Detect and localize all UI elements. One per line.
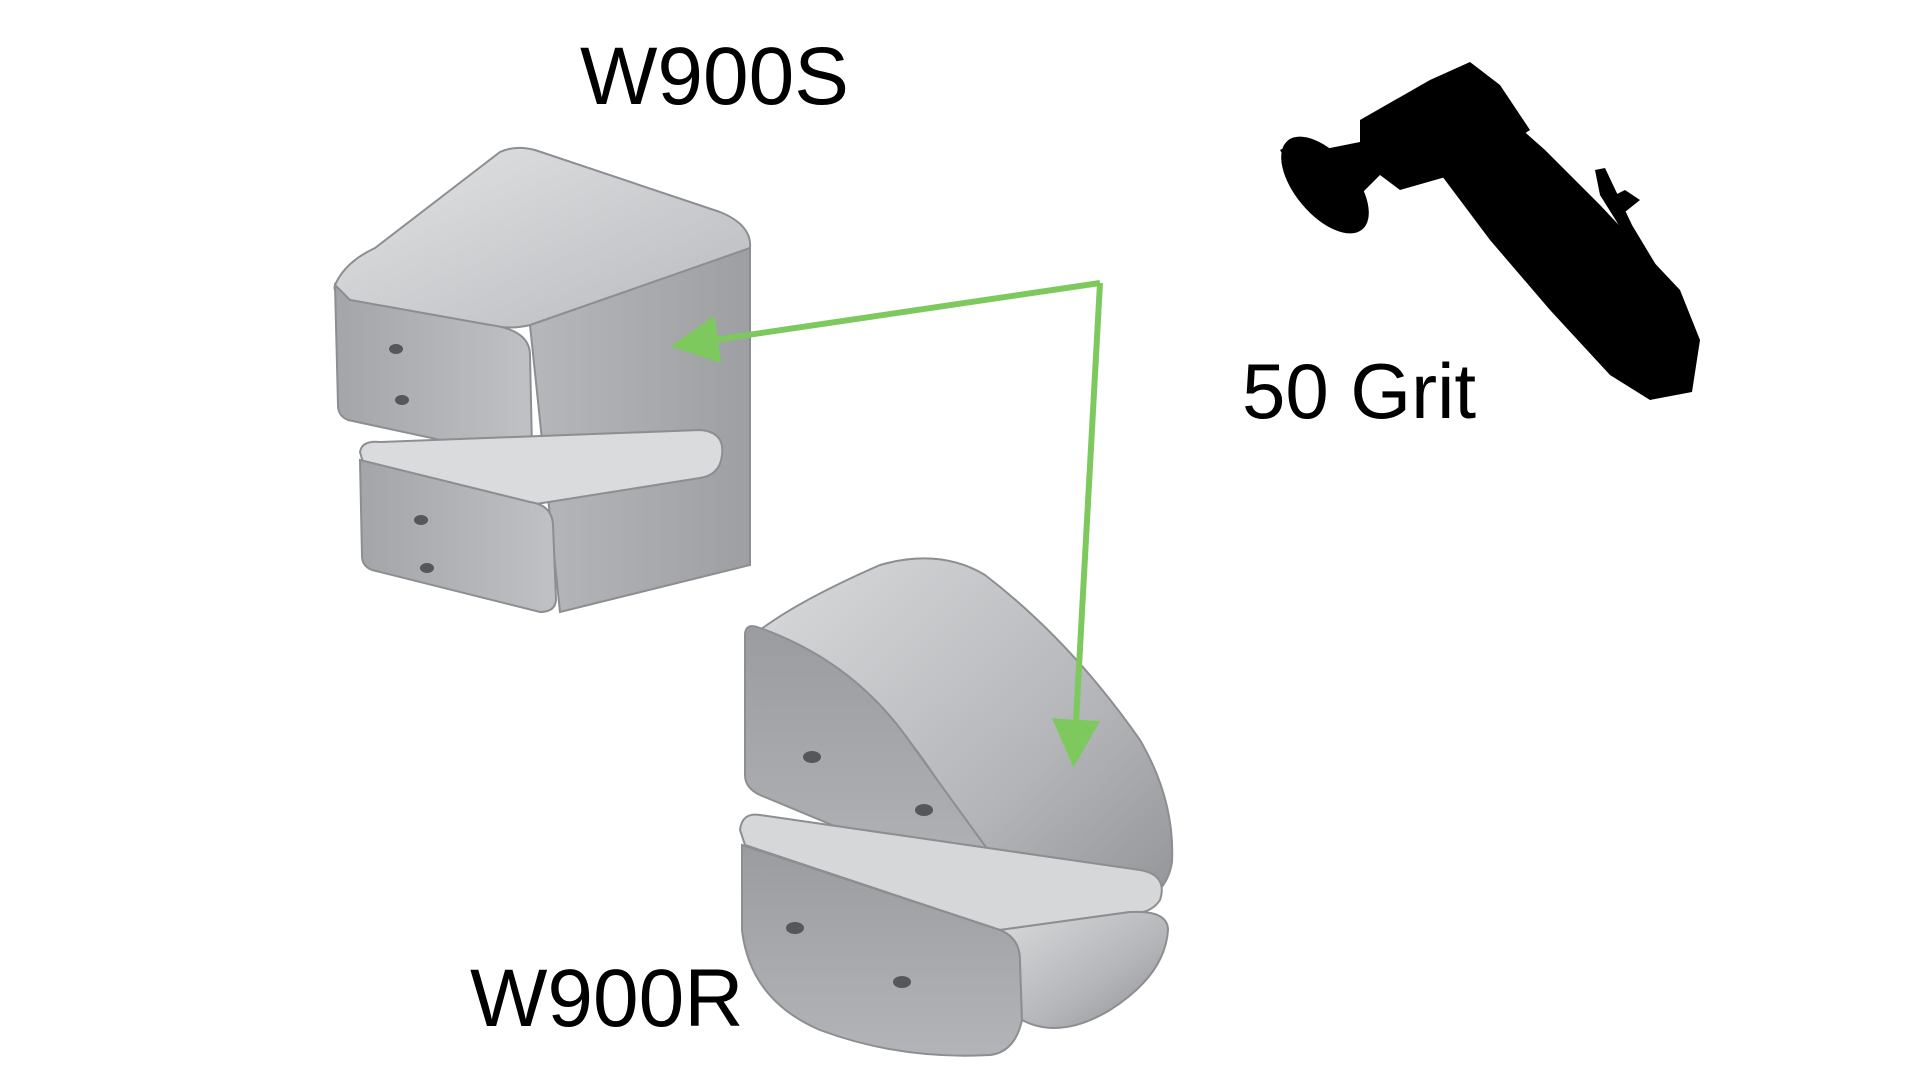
arrow-to-w900r: [1052, 282, 1103, 768]
part-w900r: [738, 557, 1174, 1057]
arrow-to-w900s: [670, 280, 1101, 364]
grit-label: 50 Grit: [1242, 347, 1477, 435]
part-label-w900s: W900S: [580, 31, 849, 122]
part-label-w900r: W900R: [470, 953, 744, 1044]
indicator-arrows: [670, 280, 1103, 768]
angle-grinder-icon: [1280, 62, 1700, 400]
part-w900s: [333, 146, 752, 614]
